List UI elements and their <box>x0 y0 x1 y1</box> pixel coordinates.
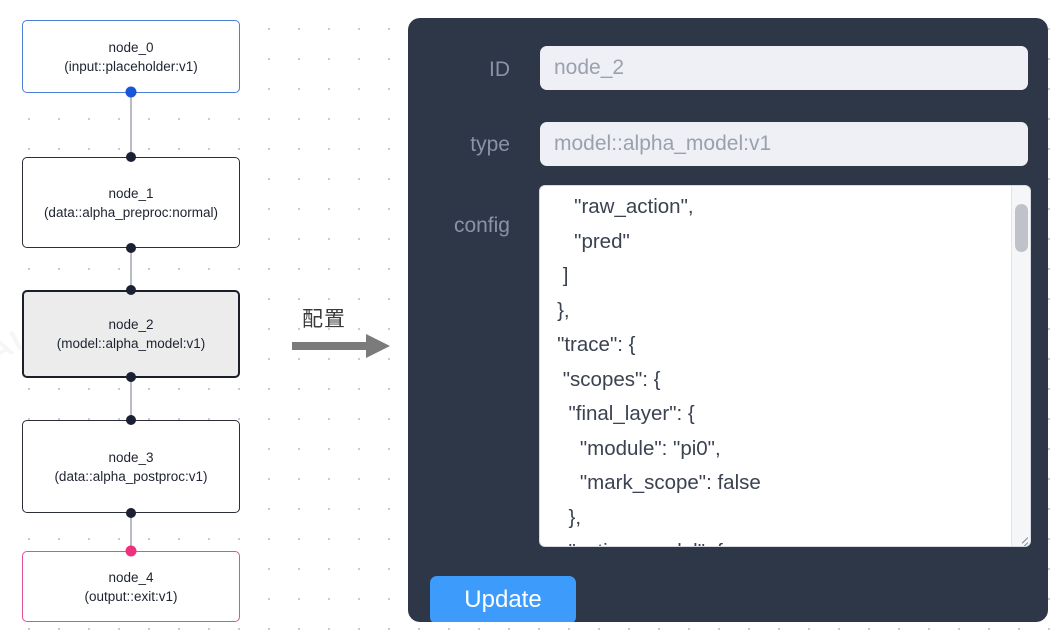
graph-node-node_2[interactable]: node_2 (model::alpha_model:v1) <box>22 290 240 378</box>
config-textarea-scrollbar[interactable] <box>1011 186 1030 546</box>
node-port-in-node_3[interactable] <box>126 415 136 425</box>
edge-3-4 <box>130 513 132 551</box>
right-arrow-icon <box>292 333 392 359</box>
node-port-out-node_3[interactable] <box>126 508 136 518</box>
edge-1-2 <box>130 248 132 290</box>
config-textarea[interactable]: "raw_action", "pred" ] }, "trace": { "sc… <box>540 186 1030 546</box>
node-port-out-node_2[interactable] <box>126 372 136 382</box>
node-port-in-node_1[interactable] <box>126 152 136 162</box>
node-inspector-panel: ID node_2 type model::alpha_model:v1 con… <box>408 18 1048 622</box>
node-port-in-node_2[interactable] <box>126 285 136 295</box>
update-button[interactable]: Update <box>430 576 576 622</box>
config-textarea-content: "raw_action", "pred" ] }, "trace": { "sc… <box>557 195 761 546</box>
node-subtitle: (model::alpha_model:v1) <box>56 336 206 351</box>
node-subtitle: (input::placeholder:v1) <box>64 58 198 74</box>
node-title: node_3 <box>108 449 154 465</box>
config-textarea-scroll-thumb[interactable] <box>1015 204 1028 252</box>
node-port-in-node_4[interactable] <box>125 545 137 557</box>
node-title: node_1 <box>108 185 154 201</box>
config-field-label: config <box>453 214 510 237</box>
type-field-label: type <box>470 133 510 156</box>
graph-node-node_4[interactable]: node_4 (output::exit:v1) <box>22 551 240 622</box>
graph-node-node_3[interactable]: node_3 (data::alpha_postproc:v1) <box>22 420 240 513</box>
edge-0-1 <box>130 92 132 157</box>
resize-grip-icon[interactable] <box>1014 531 1029 546</box>
node-subtitle: (data::alpha_postproc:v1) <box>54 468 208 484</box>
edge-2-3 <box>130 377 132 419</box>
config-annotation-label: 配置 <box>302 307 346 331</box>
node-subtitle: (output::exit:v1) <box>84 588 178 604</box>
graph-node-node_0[interactable]: node_0 (input::placeholder:v1) <box>22 20 240 93</box>
node-port-out-node_0[interactable] <box>125 86 137 98</box>
node-title: node_0 <box>108 39 154 55</box>
node-title: node_2 <box>108 317 154 332</box>
node-subtitle: (data::alpha_preproc:normal) <box>43 204 219 220</box>
node-port-out-node_1[interactable] <box>126 243 136 253</box>
id-field-label: ID <box>489 58 510 81</box>
graph-node-node_1[interactable]: node_1 (data::alpha_preproc:normal) <box>22 157 240 248</box>
node-title: node_4 <box>108 569 154 585</box>
type-input[interactable]: model::alpha_model:v1 <box>540 122 1028 166</box>
id-input[interactable]: node_2 <box>540 46 1028 90</box>
